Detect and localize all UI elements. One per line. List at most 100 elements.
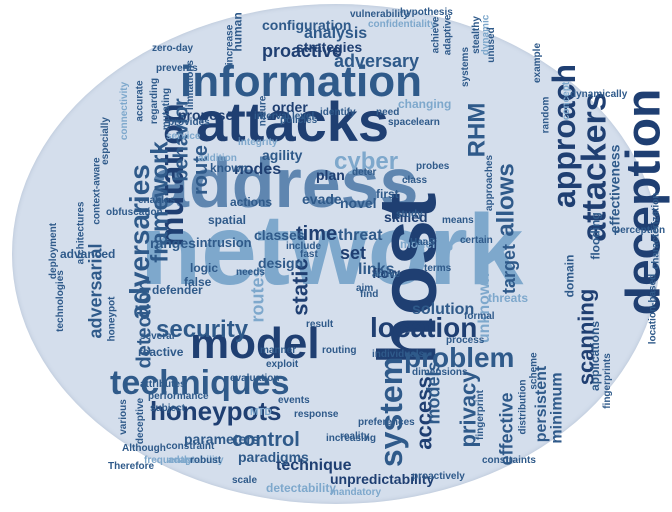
cloud-word: fast: [300, 249, 318, 260]
cloud-word: configuration: [262, 17, 352, 33]
cloud-word: proactively: [412, 471, 465, 482]
cloud-word: scheme: [528, 352, 540, 390]
cloud-word: regarding: [149, 77, 161, 125]
cloud-word: analysis: [304, 25, 368, 42]
cloud-word: aim: [356, 283, 374, 294]
cloud-word: scale: [232, 475, 258, 486]
cloud-word: proactive: [262, 41, 343, 61]
cloud-word: dynamically: [570, 89, 628, 100]
cloud-word: manner: [260, 345, 297, 356]
cloud-word: cyber: [334, 148, 399, 175]
cloud-word: Therefore: [108, 461, 155, 472]
cloud-word: active: [372, 269, 401, 280]
cloud-word: fingerprints: [601, 353, 613, 409]
cloud-word: addition: [198, 153, 237, 164]
cloud-word: RHM: [463, 102, 491, 158]
cloud-word: domain: [562, 254, 577, 298]
cloud-word: changing: [398, 97, 452, 111]
cloud-word: information: [180, 57, 422, 106]
cloud-word: set: [340, 243, 367, 263]
cloud-word: means: [442, 215, 474, 226]
cloud-word: deceptive: [135, 397, 147, 445]
cloud-word: confidentiality: [368, 19, 436, 30]
cloud-word: adversary: [334, 51, 420, 71]
cloud-word: several: [140, 331, 175, 342]
cloud-word: probes: [416, 161, 450, 172]
cloud-word: flow: [372, 265, 400, 281]
cloud-word: needs: [236, 267, 265, 278]
cloud-word: intrusion: [196, 235, 252, 250]
cloud-word: links: [358, 261, 395, 278]
cloud-word: deployment: [48, 222, 60, 280]
cloud-word: need: [376, 107, 400, 118]
cloud-word: space: [388, 117, 417, 128]
cloud-word: enables: [138, 195, 176, 206]
cloud-word: classes: [254, 227, 305, 243]
cloud-word: fingerprint: [475, 390, 486, 440]
cloud-word: perception: [614, 225, 666, 236]
oval-background: [12, 4, 660, 504]
cloud-word: address: [150, 144, 419, 222]
cloud-word: evaluation: [230, 373, 280, 384]
cloud-word: robust: [190, 455, 222, 466]
cloud-word: first: [376, 187, 399, 201]
cloud-word: example: [532, 42, 544, 84]
cloud-word: especially: [99, 117, 111, 165]
cloud-word: location: [370, 312, 478, 343]
cloud-word: honeypots: [150, 396, 282, 426]
cloud-word: effectiveness: [606, 144, 623, 234]
cloud-word: minimum: [548, 372, 566, 444]
cloud-word: attacks: [196, 90, 390, 153]
cloud-word: find: [360, 289, 379, 300]
cloud-word: connectivity: [119, 81, 131, 141]
cloud-word: approaches: [484, 154, 496, 212]
cloud-word: MTD: [250, 407, 272, 418]
cloud-word: class: [402, 175, 428, 186]
cloud-word: mandatory: [330, 487, 382, 498]
cloud-word: ranges: [150, 235, 196, 251]
cloud-word: agility: [262, 147, 303, 163]
cloud-word: various: [117, 399, 129, 435]
cloud-word: terms: [424, 263, 452, 274]
cloud-word: detectability: [266, 481, 337, 495]
cloud-word: formal: [464, 311, 495, 322]
cloud-word: provides: [168, 117, 210, 128]
cloud-word: performance: [148, 391, 209, 402]
cloud-word: process: [446, 335, 485, 346]
cloud-word: technologies: [54, 270, 66, 332]
cloud-word: policies: [280, 115, 318, 126]
cloud-word: problem: [404, 342, 515, 373]
cloud-word: logic: [190, 261, 219, 275]
cloud-word: exploit: [266, 359, 299, 370]
cloud-word: subject: [150, 403, 186, 414]
cloud-word: actions: [230, 195, 273, 209]
cloud-word: certain: [460, 235, 493, 246]
cloud-word: level: [292, 111, 315, 122]
cloud-word: service: [166, 131, 201, 142]
cloud-word: plan: [316, 167, 345, 183]
cloud-word: network: [140, 194, 524, 306]
cloud-word: false: [184, 275, 212, 289]
cloud-word: adaptive: [442, 14, 454, 56]
cloud-word: prevents: [156, 63, 198, 74]
cloud-word: result: [306, 319, 334, 330]
cloud-word: distribution: [517, 379, 529, 435]
cloud-word: known: [210, 161, 248, 175]
cloud-word: nodes: [234, 161, 282, 178]
cloud-word: paradigms: [238, 449, 309, 465]
cloud-word: constraints: [482, 455, 536, 466]
cloud-word: target: [499, 243, 520, 295]
cloud-word: technique: [276, 457, 352, 474]
cloud-word: time: [296, 223, 338, 245]
cloud-word: obfuscation: [106, 207, 163, 218]
cloud-word: Although: [122, 443, 166, 454]
cloud-word: zero-day: [152, 43, 194, 54]
cloud-word: solution: [412, 301, 475, 318]
cloud-word: modeling: [400, 237, 454, 251]
cloud-word: random: [540, 96, 552, 134]
cloud-word: achieve: [430, 16, 442, 54]
cloud-word: adaptability: [168, 455, 224, 466]
cloud-word: increasing: [326, 433, 377, 444]
cloud-word: identify: [320, 107, 356, 118]
